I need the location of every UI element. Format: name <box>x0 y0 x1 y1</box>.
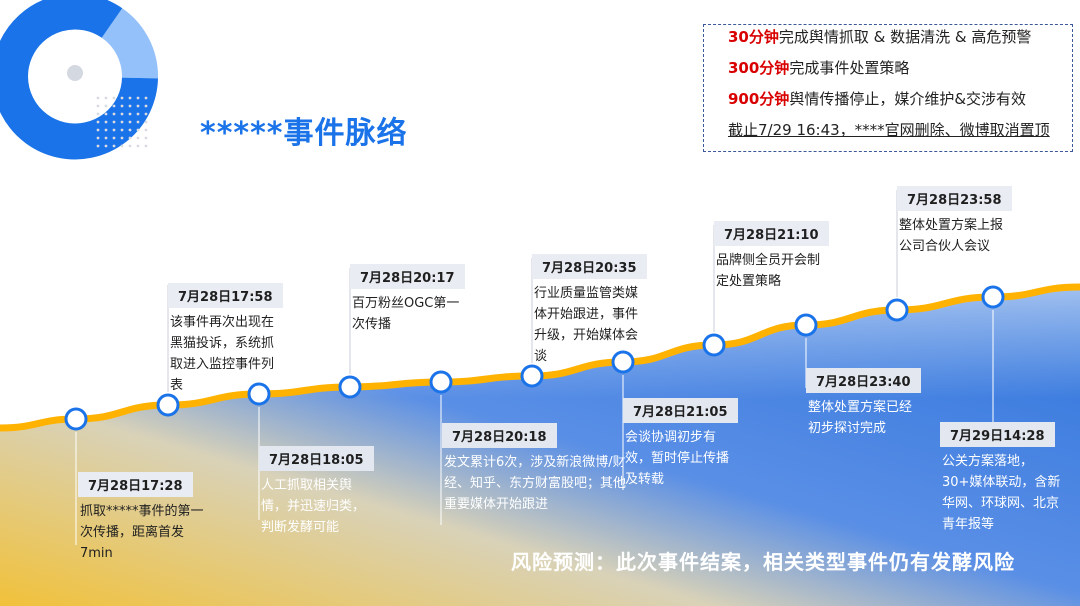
timeline-node <box>338 375 362 399</box>
timeline-node <box>64 407 88 431</box>
summary-line-3: 900分钟舆情传播停止，媒介维护&交涉有效 <box>728 89 1062 109</box>
brand-logo <box>0 0 158 160</box>
event-2: 7月28日17:58 该事件再次出现在黑猫投诉，系统抓取进入监控事件列表 <box>168 283 286 396</box>
timeline-node <box>247 382 271 406</box>
event-desc: 人工抓取相关舆情，并迅速归类，判断发酵可能 <box>261 478 366 535</box>
event-1: 7月28日17:28 抓取*****事件的第一次传播，距离首发7min <box>78 472 208 564</box>
event-desc: 品牌侧全员开会制定处置策略 <box>716 253 821 289</box>
summary-box: 30分钟完成舆情抓取 & 数据清洗 & 高危预警 300分钟完成事件处置策略 9… <box>703 24 1073 152</box>
event-date: 7月28日23:58 <box>897 186 1012 211</box>
timeline-node <box>702 333 726 357</box>
timeline-node <box>794 313 818 337</box>
summary-line-4: 截止7/29 16:43，****官网删除、微博取消置顶 <box>728 121 1050 139</box>
event-date: 7月28日17:28 <box>78 472 193 497</box>
event-7: 7月28日21:05 会谈协调初步有效，暂时停止传播及转载 <box>623 398 741 490</box>
event-desc: 整体处置方案已经初步探讨完成 <box>808 400 913 436</box>
event-4: 7月28日20:17 百万粉丝OGC第一次传播 <box>350 264 468 335</box>
event-desc: 发文累计6次，涉及新浪微博/财经、知乎、东方财富股吧；其他重要媒体开始跟进 <box>444 455 627 512</box>
event-date: 7月28日20:17 <box>350 264 465 289</box>
event-desc: 抓取*****事件的第一次传播，距离首发7min <box>80 504 204 561</box>
event-desc: 会谈协调初步有效，暂时停止传播及转载 <box>625 430 730 487</box>
summary-line-1: 30分钟完成舆情抓取 & 数据清洗 & 高危预警 <box>728 27 1062 47</box>
event-date: 7月28日20:35 <box>532 254 647 279</box>
event-10: 7月28日23:58 整体处置方案上报公司合伙人会议 <box>897 186 1015 257</box>
event-date: 7月28日21:05 <box>623 398 738 423</box>
event-5: 7月28日20:18 发文累计6次，涉及新浪微博/财经、知乎、东方财富股吧；其他… <box>442 423 638 515</box>
event-8: 7月28日21:10 品牌侧全员开会制定处置策略 <box>714 221 832 292</box>
event-date: 7月28日18:05 <box>259 446 374 471</box>
summary-line-3-highlight: 900分钟 <box>728 90 790 108</box>
event-date: 7月28日17:58 <box>168 283 283 308</box>
event-6: 7月28日20:35 行业质量监管类媒体开始跟进，事件升级，开始媒体会谈 <box>532 254 650 367</box>
event-date: 7月28日23:40 <box>806 368 921 393</box>
timeline-node <box>981 285 1005 309</box>
timeline-node <box>885 298 909 322</box>
page-title: *****事件脉络 <box>200 116 408 151</box>
event-11: 7月29日14:28 公关方案落地，30+媒体联动，含新华网、环球网、北京青年报… <box>940 422 1068 535</box>
timeline-node <box>156 393 180 417</box>
event-desc: 行业质量监管类媒体开始跟进，事件升级，开始媒体会谈 <box>534 286 639 364</box>
summary-line-1-text: 完成舆情抓取 & 数据清洗 & 高危预警 <box>778 28 1032 46</box>
event-desc: 该事件再次出现在黑猫投诉，系统抓取进入监控事件列表 <box>170 315 275 393</box>
event-desc: 公关方案落地，30+媒体联动，含新华网、环球网、北京青年报等 <box>942 454 1061 532</box>
timeline-nodes <box>64 285 1005 431</box>
summary-line-2-text: 完成事件处置策略 <box>789 59 910 77</box>
summary-line-3-text: 舆情传播停止，媒介维护&交涉有效 <box>789 90 1027 108</box>
timeline-node <box>611 350 635 374</box>
summary-line-1-highlight: 30分钟 <box>728 28 779 46</box>
summary-line-2-highlight: 300分钟 <box>728 59 790 77</box>
timeline-node <box>520 364 544 388</box>
risk-forecast: 风险预测：此次事件结案，相关类型事件仍有发酵风险 <box>511 550 1015 574</box>
event-desc: 百万粉丝OGC第一次传播 <box>352 296 460 332</box>
event-date: 7月28日21:10 <box>714 221 829 246</box>
summary-line-2: 300分钟完成事件处置策略 <box>728 58 1062 78</box>
event-desc: 整体处置方案上报公司合伙人会议 <box>899 218 1004 254</box>
event-3: 7月28日18:05 人工抓取相关舆情，并迅速归类，判断发酵可能 <box>259 446 377 538</box>
event-9: 7月28日23:40 整体处置方案已经初步探讨完成 <box>806 368 924 439</box>
timeline-node <box>429 370 453 394</box>
event-date: 7月28日20:18 <box>442 423 557 448</box>
event-date: 7月29日14:28 <box>940 422 1055 447</box>
